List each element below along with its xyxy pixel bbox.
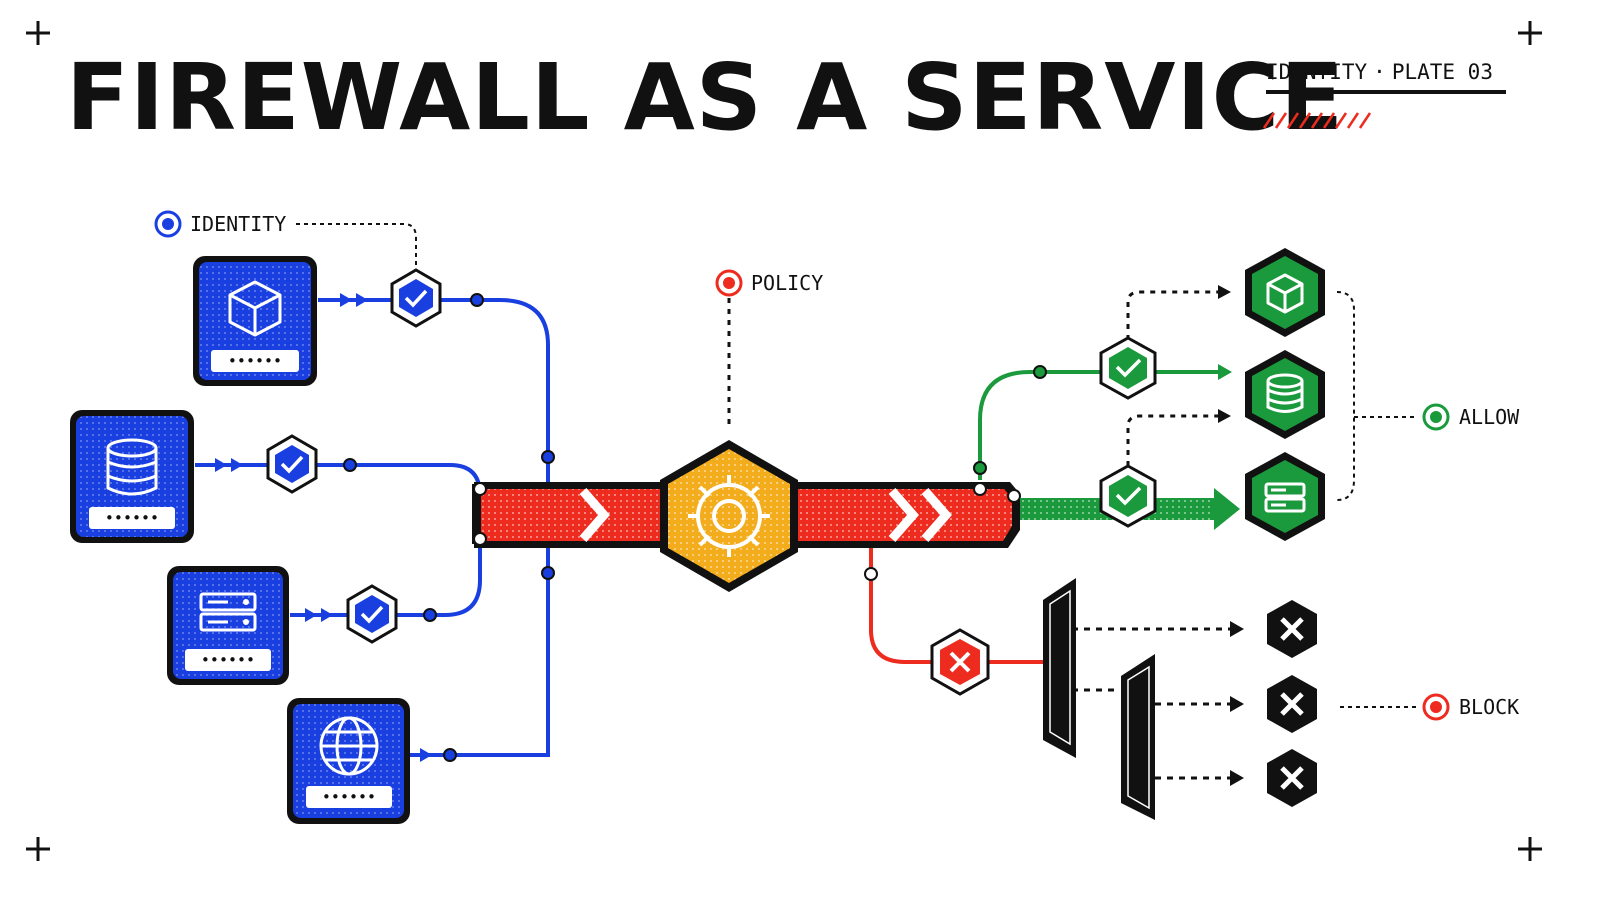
x-icon [1280,766,1304,790]
source-tile-globe: •••••• [287,698,410,824]
identity-check-badge [390,268,442,328]
firewall-wall [1121,654,1155,820]
check-icon [280,455,304,474]
allow-wires [978,370,1218,480]
corner-marks [26,21,1542,861]
allow-check-badge [1099,336,1157,400]
hatch-accent [1262,112,1372,129]
check-icon [404,289,428,308]
database-icon [106,438,158,496]
policy-engine [660,440,798,592]
identity-label: IDENTITY [190,212,286,236]
block-dashed-arrows [1230,621,1244,786]
x-icon [1280,617,1304,641]
cube-icon [1266,273,1304,314]
server-icon [199,592,257,632]
block-legend: BLOCK [1340,693,1519,721]
block-dashed-links [1072,627,1230,780]
block-wire [869,548,1048,664]
x-icon [1280,692,1304,716]
source-tile-database: •••••• [70,410,194,543]
allowed-target-database [1245,350,1325,439]
blocked-target [1267,600,1317,658]
globe-icon [319,716,379,776]
check-icon [1115,486,1142,506]
allow-check-badge [1099,464,1157,528]
database-icon [1266,373,1304,413]
identity-wire-arrows [215,293,432,762]
firewall-wall [1043,578,1076,758]
plate-caption-right: PLATE 03 [1391,60,1493,84]
plate-caption-left: IDENTITY [1266,60,1368,84]
identity-wire-nodes [343,293,555,762]
x-icon [949,651,971,673]
password-mask: •••••• [228,352,282,370]
policy-legend: POLICY [715,269,823,430]
identity-legend: IDENTITY [154,210,417,266]
blocked-target [1267,675,1317,733]
password-mask: •••••• [201,651,255,669]
source-tile-server: •••••• [167,566,289,685]
policy-label: POLICY [751,271,823,295]
allow-label: ALLOW [1459,405,1520,429]
block-x-badge [930,628,990,696]
block-label: BLOCK [1459,695,1519,719]
cube-icon [228,280,282,337]
blocked-target [1267,749,1317,807]
allow-dashed-arrows [1218,285,1231,423]
gear-icon [688,475,770,557]
plate-caption: IDENTITY·PLATE 03 [1266,60,1506,94]
password-mask: •••••• [105,509,159,527]
chevron-icon [579,488,952,542]
source-tile-cube: •••••• [193,256,317,386]
allowed-target-cube [1245,248,1325,337]
allow-dashed-links [1126,290,1218,466]
identity-check-badge [266,434,318,494]
allow-legend: ALLOW [1336,291,1520,501]
allow-wire-nodes [973,365,1047,475]
page-title: FIREWALL AS A SERVICE [66,44,1345,151]
identity-check-badge [346,584,398,644]
plate-caption-separator: · [1373,60,1386,84]
check-icon [1115,358,1142,378]
allowed-target-server [1245,452,1325,541]
server-icon [1264,482,1306,513]
check-icon [360,605,384,624]
password-mask: •••••• [322,788,376,806]
